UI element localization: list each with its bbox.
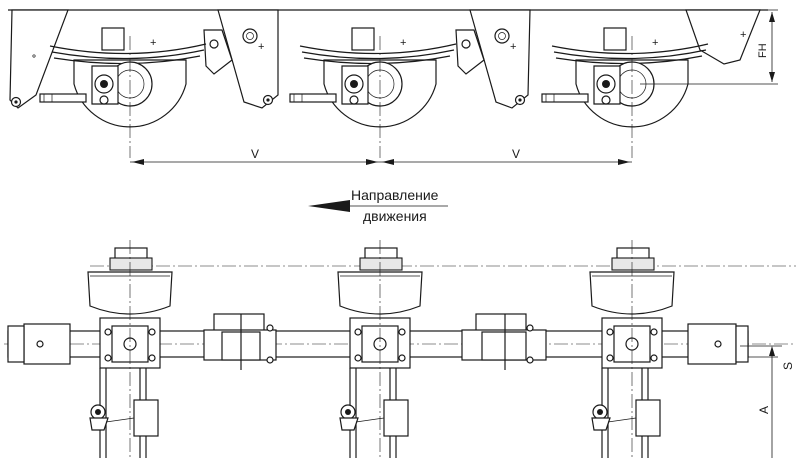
svg-text:+: + — [400, 37, 406, 49]
axle-top-1 — [87, 240, 173, 458]
v-dimension: V V — [130, 147, 632, 165]
svg-text:+: + — [652, 37, 658, 49]
axle-top-2 — [337, 240, 423, 458]
arrow-left-icon — [308, 200, 350, 212]
front-hanger-bracket — [9, 9, 69, 109]
direction-indicator: Направление движения — [308, 187, 448, 224]
axle-side-3: + — [541, 27, 709, 158]
top-view: A S — [4, 240, 796, 458]
svg-text:+: + — [510, 41, 516, 53]
v-label-1: V — [251, 147, 259, 161]
v-label-2: V — [512, 147, 520, 161]
middle-hanger-bracket-2: + — [455, 9, 531, 109]
axle-side-1: + — [39, 27, 207, 158]
side-view: + + + + — [8, 9, 778, 165]
a-s-dimension: A S — [740, 345, 795, 458]
mid-bracket-1 — [203, 313, 277, 370]
fh-label: FH — [757, 43, 769, 58]
axle-side-2: + — [289, 27, 457, 158]
svg-text:+: + — [258, 41, 264, 53]
fh-dimension: FH — [640, 9, 778, 85]
axle-top-3 — [589, 240, 675, 458]
s-label: S — [781, 362, 795, 370]
svg-text:+: + — [150, 37, 156, 49]
a-label: A — [757, 406, 771, 414]
rear-hanger-bracket: + — [685, 9, 761, 65]
front-end-bracket — [7, 323, 71, 365]
svg-text:+: + — [740, 29, 746, 41]
rear-end-bracket — [687, 323, 749, 365]
direction-text-line2: движения — [363, 208, 427, 224]
middle-hanger-bracket-1: + — [203, 9, 279, 109]
direction-text-line1: Направление — [351, 187, 439, 203]
mid-bracket-2 — [461, 313, 547, 370]
